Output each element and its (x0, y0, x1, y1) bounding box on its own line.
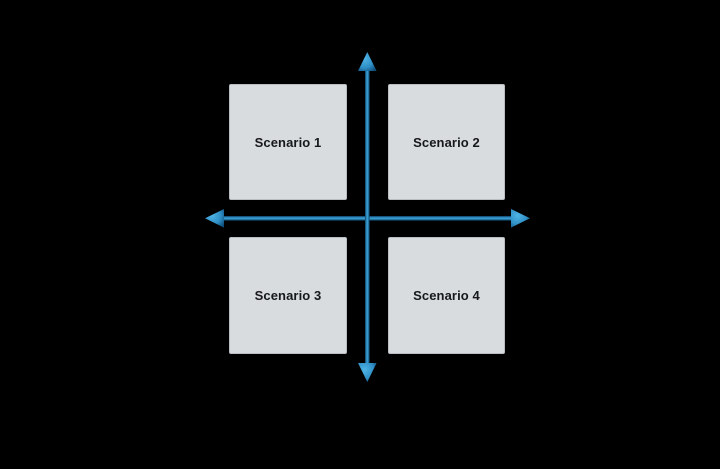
scenario-box-2[interactable]: Scenario 2 (388, 84, 505, 200)
scenario-box-label: Scenario 4 (413, 288, 480, 303)
arrow-right-icon (511, 209, 530, 228)
arrow-down-icon (358, 363, 377, 382)
arrow-left-icon (205, 209, 224, 228)
scenario-box-4[interactable]: Scenario 4 (388, 237, 505, 354)
vertical-axis-shaft (365, 62, 370, 372)
scenario-box-label: Scenario 2 (413, 134, 480, 150)
scenario-box-label: Scenario 3 (254, 288, 322, 303)
scenario-box-3[interactable]: Scenario 3 (229, 237, 347, 354)
scenario-box-1[interactable]: Scenario 1 (229, 84, 347, 200)
scenario-box-label: Scenario 1 (254, 134, 322, 150)
arrow-up-icon (358, 52, 377, 71)
